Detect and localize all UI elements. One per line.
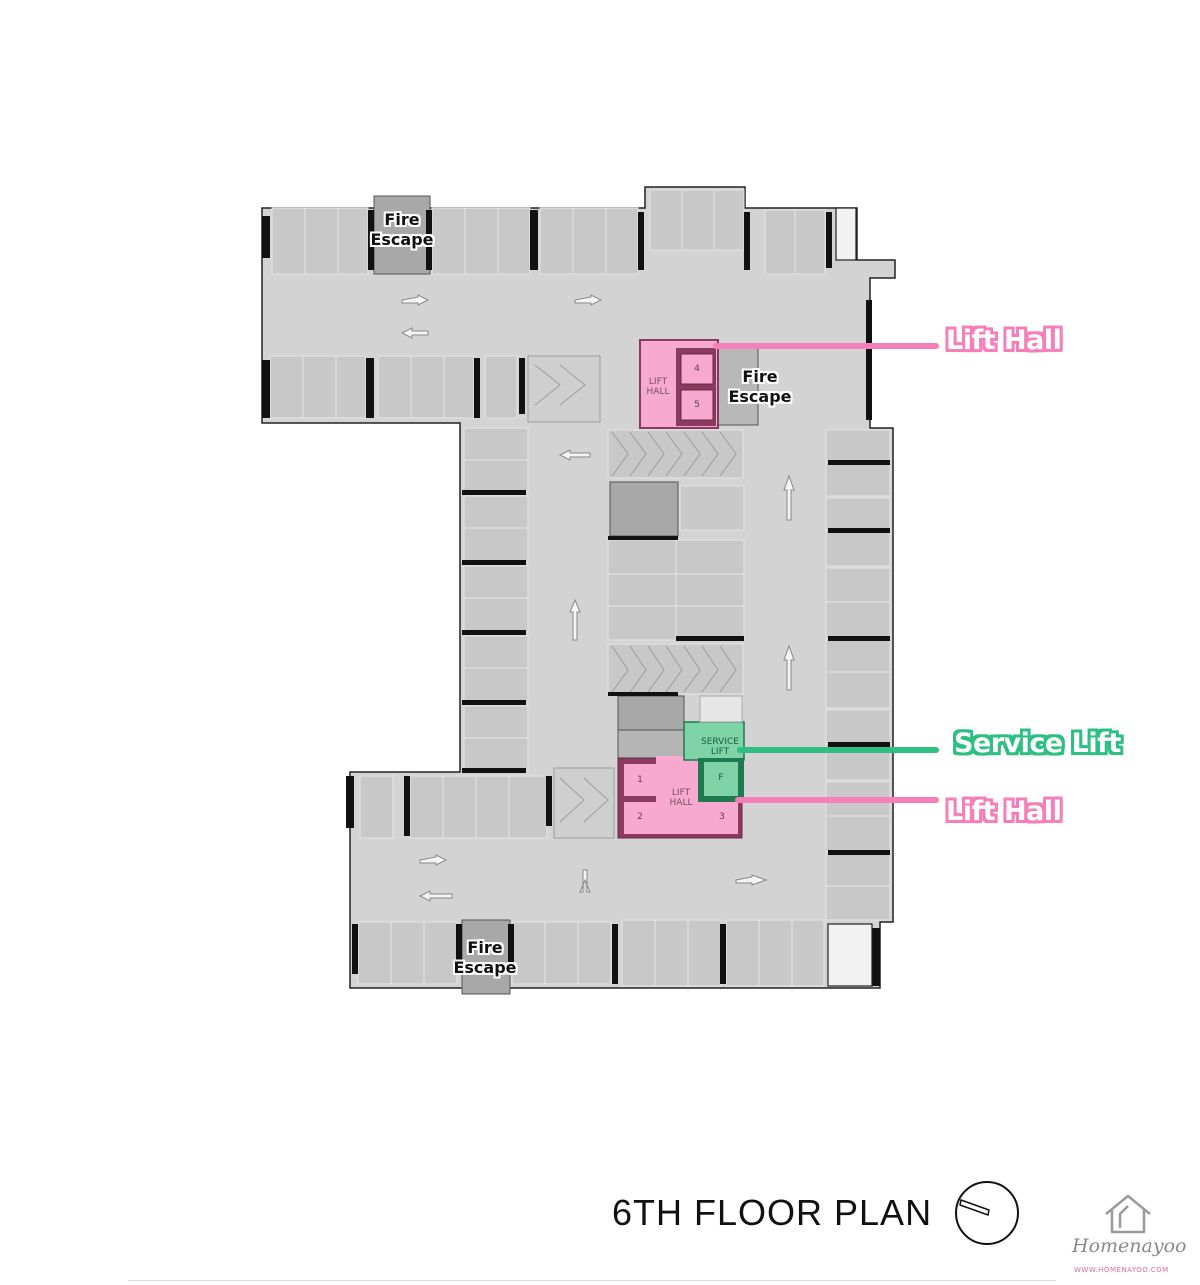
- callout-lift-hall-lower: Lift Hall: [946, 796, 1062, 827]
- parking-bays-center: [607, 429, 745, 695]
- fire-escape-label-bottom: Fire Escape: [445, 938, 525, 978]
- structural-columns: [262, 210, 890, 986]
- lift-hall-upper-label: LIFT HALL: [646, 377, 670, 397]
- fire-escape-label-middle: Fire Escape: [720, 367, 800, 407]
- ramps: [527, 355, 737, 839]
- fire-escape-line2: Escape: [728, 387, 792, 406]
- lift-hall-upper-block: [639, 339, 719, 429]
- callout-lift-hall-upper: Lift Hall: [946, 325, 1062, 356]
- fire-escape-line1: Fire: [742, 367, 778, 386]
- lift-number-5: 5: [694, 400, 700, 410]
- north-arrow-icon: [955, 1181, 1019, 1245]
- floor-slab: [261, 186, 896, 989]
- callout-service-lift: Service Lift: [954, 728, 1121, 759]
- lift-hall-lower-label: LIFT HALL: [669, 788, 693, 808]
- brand-name: Homenayoo: [1072, 1235, 1187, 1257]
- callout-leaders: [713, 343, 939, 803]
- parking-bays-left: [463, 427, 529, 771]
- brand-url: WWW.HOMENAYOO.COM: [1074, 1266, 1169, 1274]
- lift-number-f: F: [718, 773, 724, 783]
- corner-rooms: [827, 207, 873, 987]
- floor-plan-title: 6TH FLOOR PLAN: [612, 1192, 933, 1233]
- fire-escape-line1: Fire: [384, 210, 420, 229]
- lift-number-1: 1: [637, 775, 643, 785]
- lift-number-4: 4: [694, 364, 700, 374]
- lift-number-3: 3: [719, 812, 725, 822]
- parking-bays-top: [271, 189, 826, 275]
- parking-bays-right: [825, 429, 891, 921]
- house-outline-icon: [1105, 1194, 1151, 1234]
- service-lift-label: SERVICE LIFT: [701, 737, 739, 757]
- service-lift-block: [683, 695, 745, 802]
- parking-bays-row2: [269, 355, 518, 419]
- fire-escape-line2: Escape: [370, 230, 434, 249]
- fire-escape-label-top: Fire Escape: [362, 210, 442, 250]
- lift-number-2: 2: [637, 812, 643, 822]
- fire-escape-line2: Escape: [453, 958, 517, 977]
- fire-escape-line1: Fire: [467, 938, 503, 957]
- traffic-arrows: [400, 294, 795, 902]
- footer-divider: [128, 1280, 1056, 1281]
